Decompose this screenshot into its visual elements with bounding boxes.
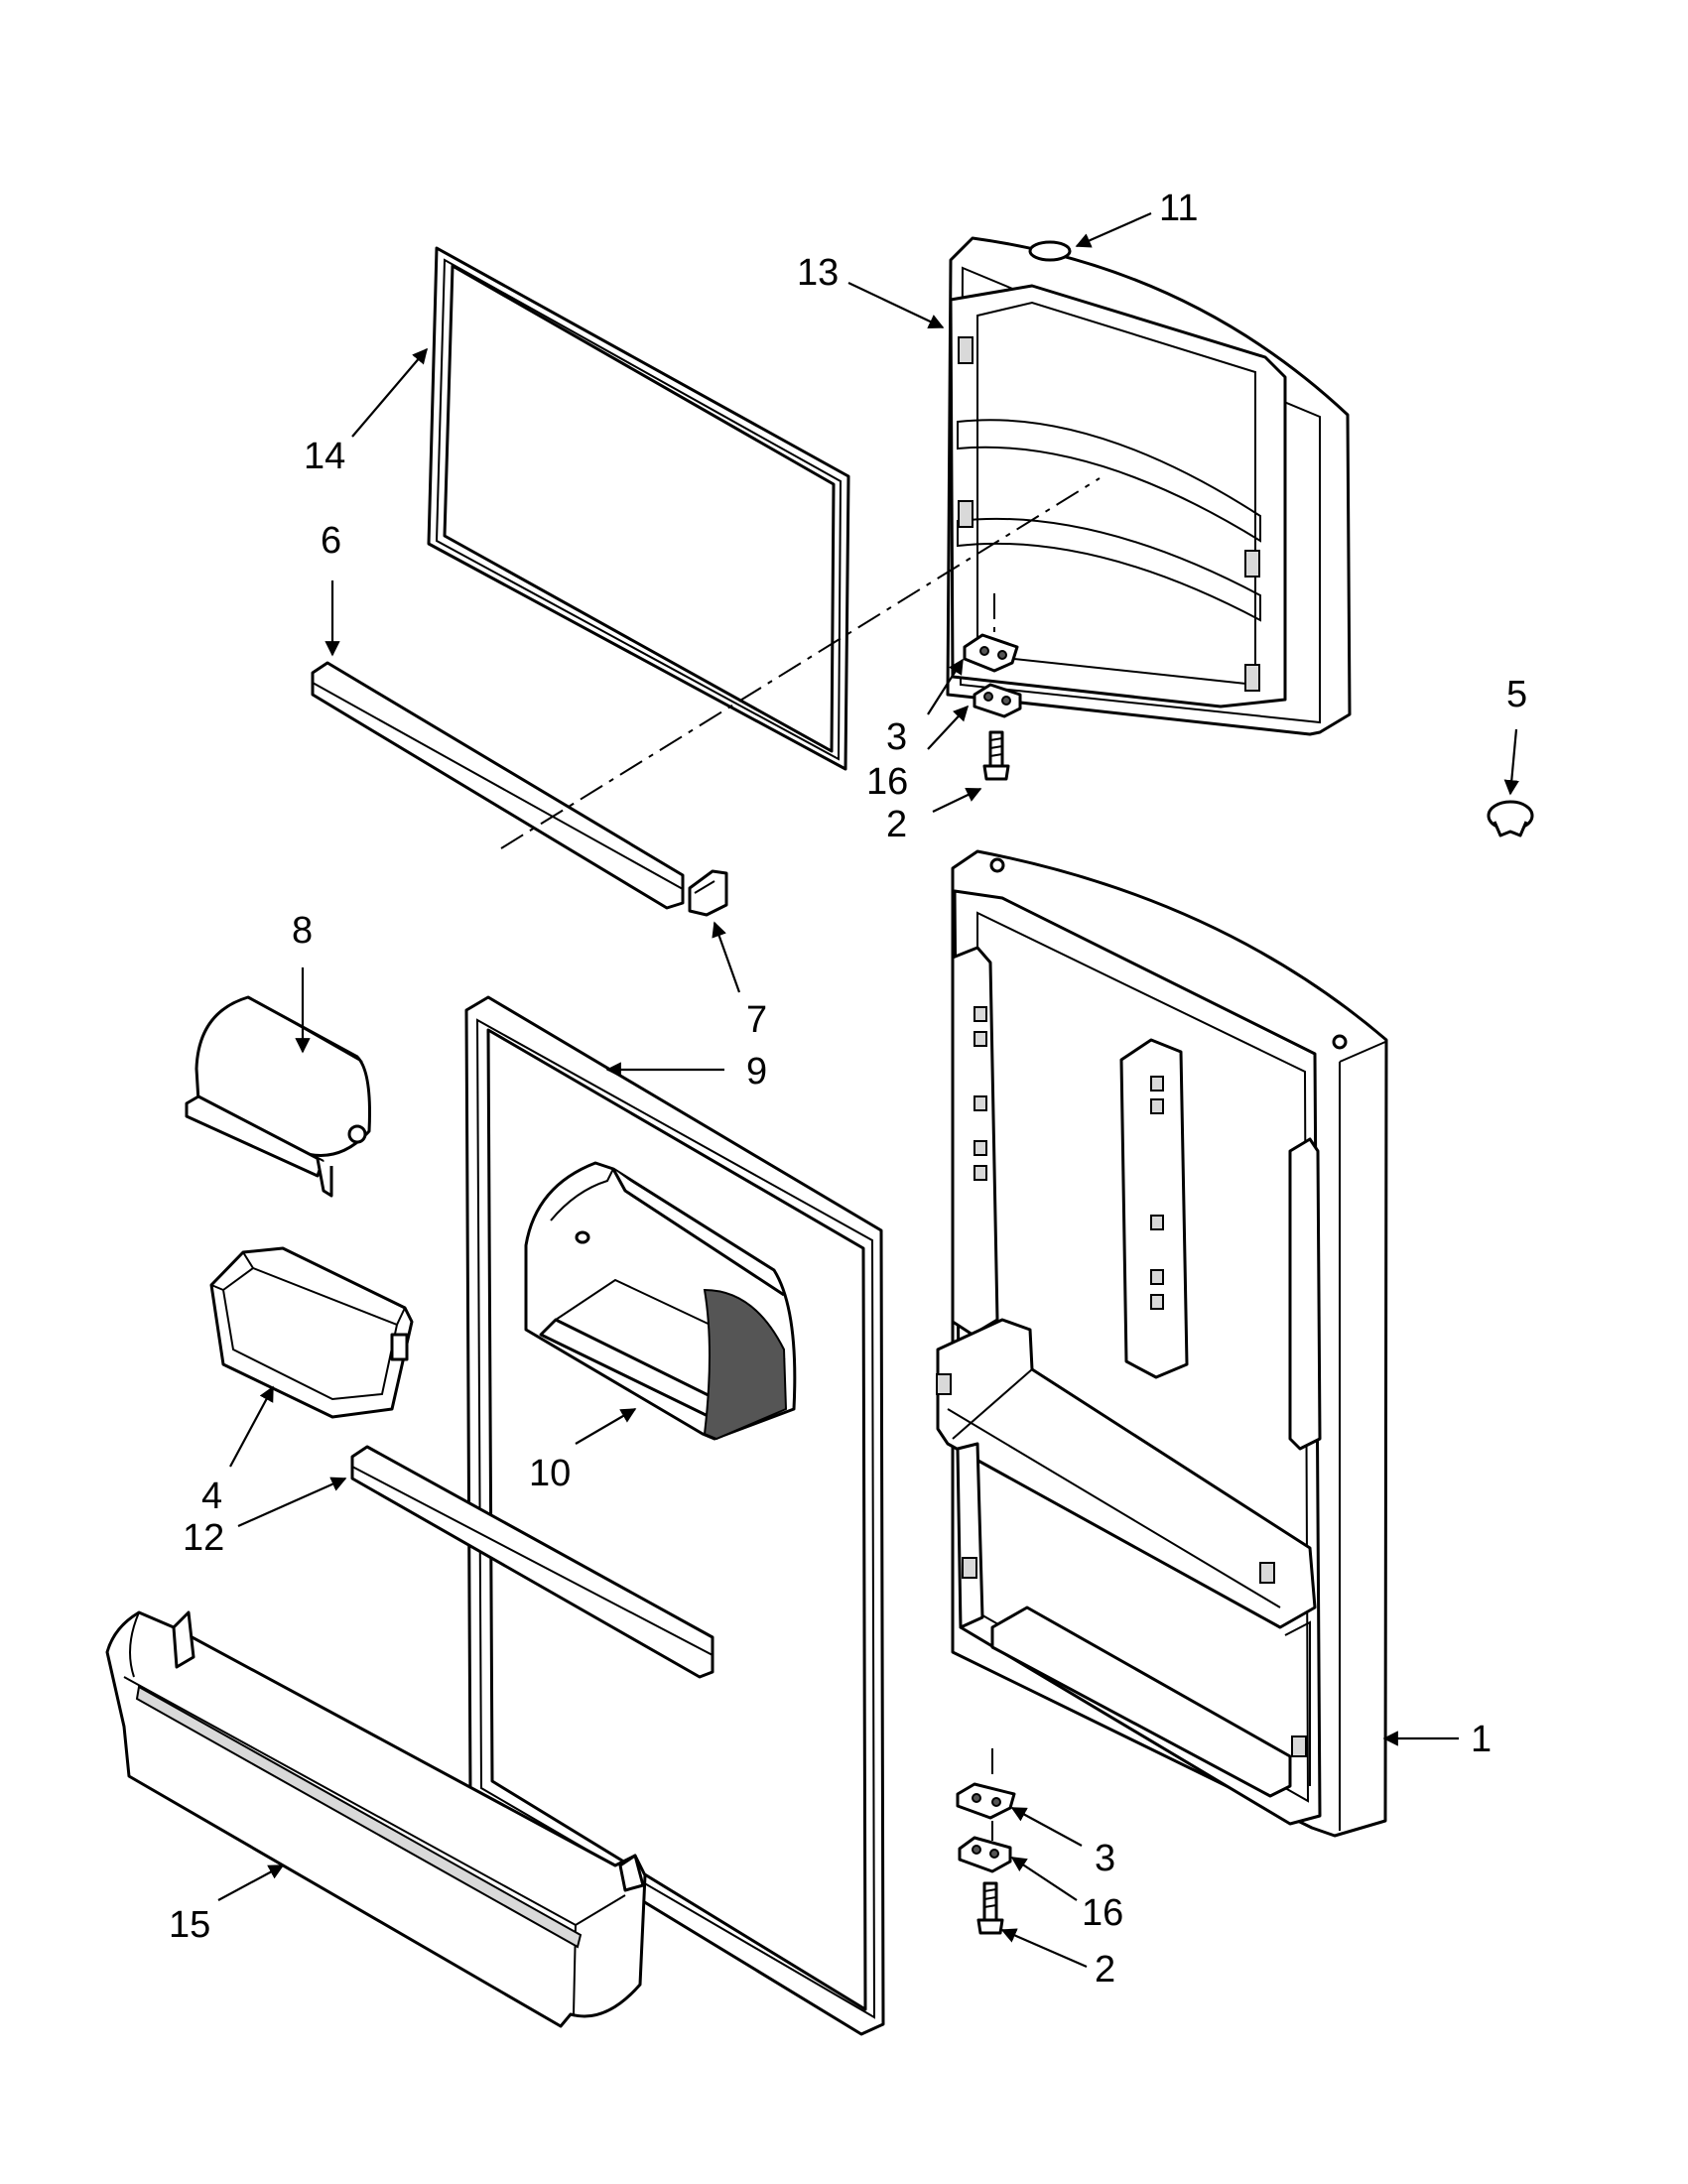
callout-3-top: 3 — [886, 716, 907, 758]
callout-12: 12 — [183, 1517, 224, 1559]
top-hinge-plate — [963, 633, 1019, 673]
bottom-hinge-plate — [956, 1782, 1016, 1820]
freezer-door — [946, 236, 1352, 736]
dairy-compartment — [524, 1161, 797, 1441]
trim-end-cap — [688, 869, 728, 917]
bottom-hinge-hardware — [956, 1748, 1016, 1935]
callout-4: 4 — [201, 1476, 222, 1517]
bottom-hinge-bracket — [958, 1836, 1012, 1873]
callout-2-top: 2 — [886, 804, 907, 845]
gallon-door-bin — [105, 1610, 647, 2028]
callout-2-bottom: 2 — [1095, 1949, 1115, 1991]
callout-8: 8 — [292, 910, 313, 952]
top-hinge-hardware — [963, 633, 1022, 781]
callout-5: 5 — [1506, 674, 1527, 715]
callout-7: 7 — [746, 999, 767, 1041]
callout-16-bottom: 16 — [1082, 1892, 1123, 1934]
alignment-line — [500, 477, 1101, 849]
callout-11: 11 — [1159, 188, 1198, 229]
callout-9: 9 — [746, 1051, 767, 1092]
butter-dish — [185, 995, 371, 1198]
callout-1: 1 — [1471, 1719, 1492, 1760]
callout-13: 13 — [797, 252, 839, 294]
door-bin — [209, 1246, 414, 1419]
callout-10: 10 — [529, 1453, 571, 1494]
callout-6: 6 — [321, 520, 341, 562]
callout-16-top: 16 — [866, 761, 908, 803]
hole-plug — [1487, 800, 1534, 837]
freezer-shelf-trim — [311, 661, 685, 910]
callout-15: 15 — [169, 1904, 210, 1946]
door-shelf-trim — [350, 1445, 714, 1679]
callout-3-bottom: 3 — [1095, 1838, 1115, 1879]
refrigerator-door — [936, 849, 1388, 1838]
top-hinge-screw — [988, 730, 1004, 768]
door-plug-hole — [1028, 240, 1072, 262]
callout-labels: 11 13 14 6 3 16 2 5 8 7 9 10 4 12 1 3 16… — [169, 188, 1527, 1991]
freezer-gasket — [427, 246, 850, 771]
callout-14: 14 — [304, 436, 345, 477]
leader-lines — [217, 211, 1519, 1969]
